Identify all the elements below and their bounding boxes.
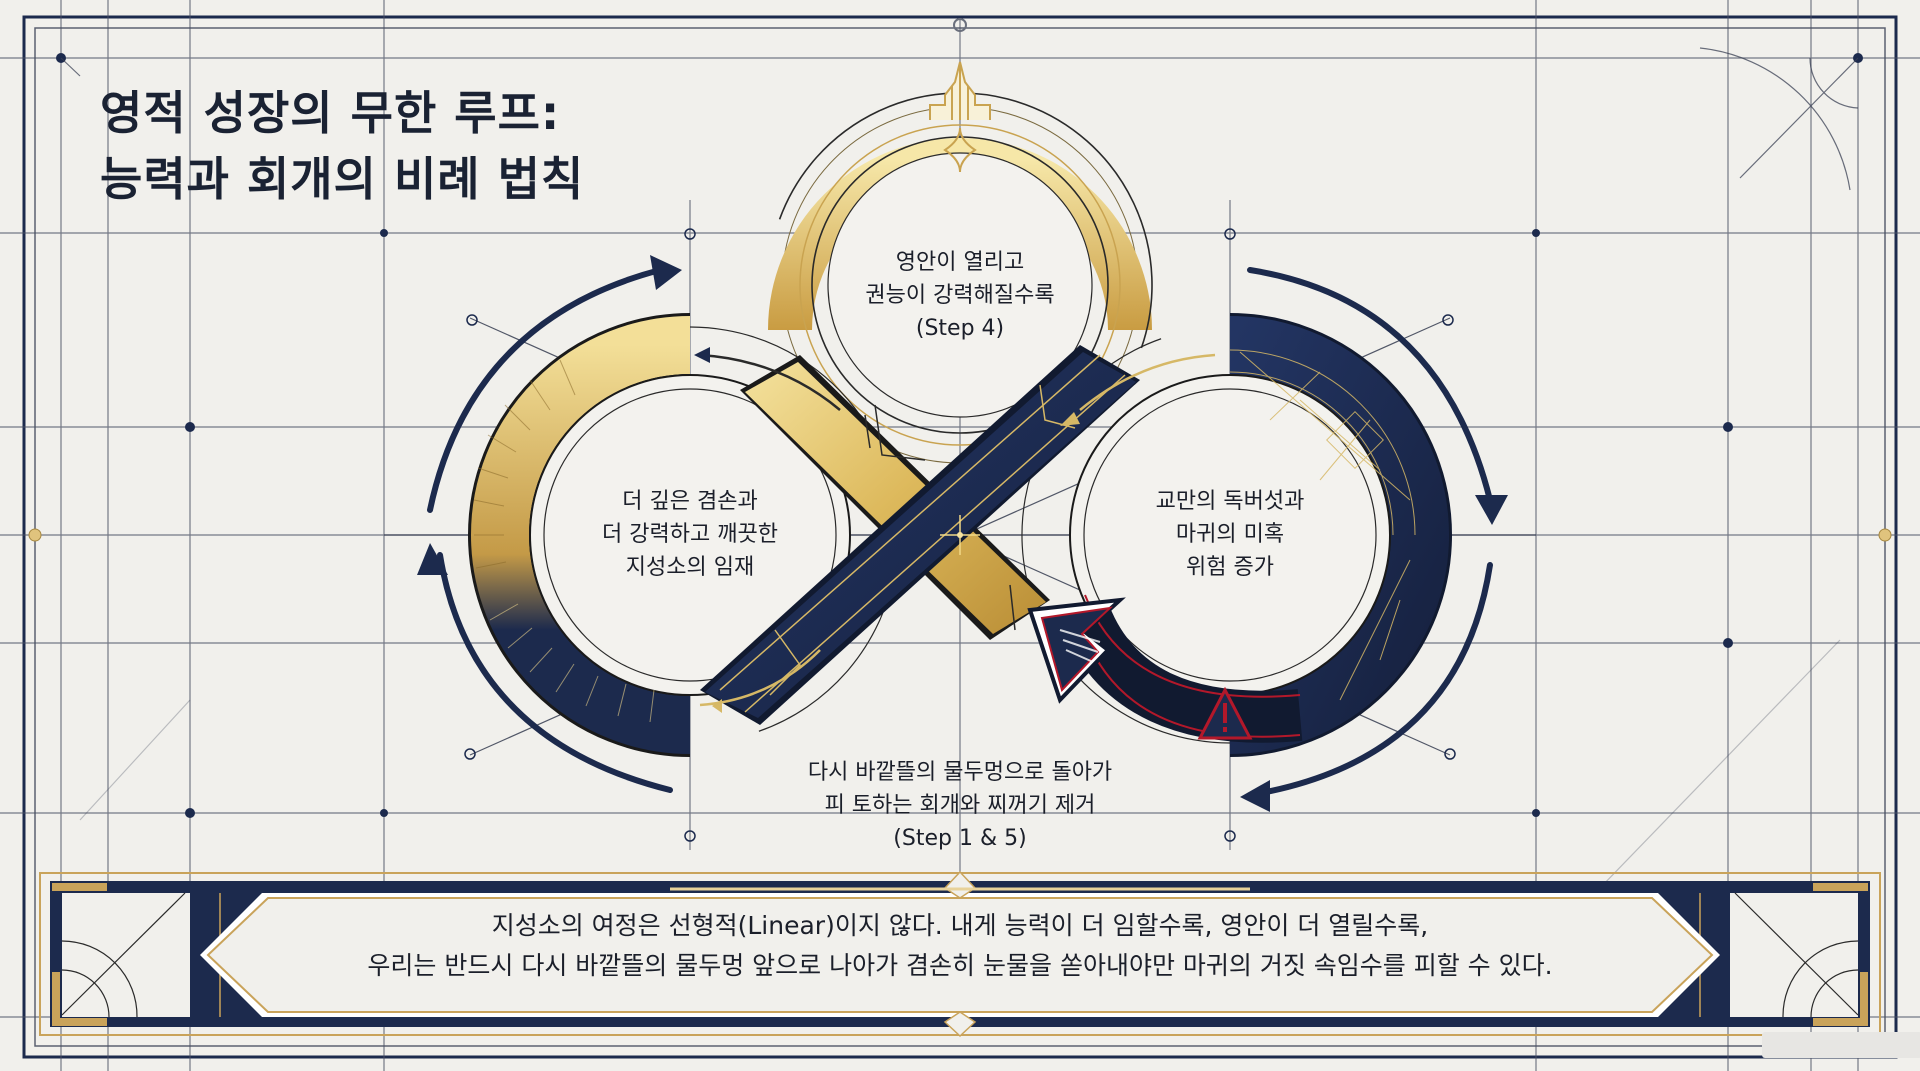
art-deco-crown-icon	[929, 61, 991, 173]
node-right-line-2: 마귀의 미혹	[1175, 522, 1285, 547]
node-top-line-1: 영안이 열리고	[895, 250, 1025, 275]
node-left-line-1: 더 깊은 겸손과	[622, 489, 758, 514]
flow-arrows	[694, 347, 1216, 713]
gold-node-right	[1878, 528, 1892, 542]
warning-arrow	[1027, 594, 1303, 743]
title-line-1: 영적 성장의 무한 루프:	[100, 86, 561, 140]
node-left-label: 더 깊은 겸손과 더 강력하고 깨끗한 지성소의 임재	[560, 485, 820, 584]
node-right-line-1: 교만의 독버섯과	[1155, 489, 1305, 514]
node-top-step: (Step 4)	[915, 316, 1005, 341]
node-right-line-3: 위험 증가	[1186, 555, 1274, 580]
node-bottom-label: 다시 바깥뜰의 물두멍으로 돌아가 피 토하는 회개와 찌꺼기 제거 (Step…	[740, 756, 1180, 855]
gold-node-left	[28, 528, 42, 542]
top-loop-gold	[767, 92, 1153, 478]
grid-nodes	[56, 53, 1863, 818]
page-title: 영적 성장의 무한 루프: 능력과 회개의 비례 법칙	[100, 80, 584, 212]
right-loop	[1021, 313, 1452, 757]
arrowheads	[417, 255, 1508, 812]
warning-icon	[1197, 686, 1253, 740]
crossing-gold-band	[740, 355, 1050, 640]
node-top-line-2: 권능이 강력해질수록	[865, 283, 1055, 308]
node-bottom-line-2: 피 토하는 회개와 찌꺼기 제거	[824, 793, 1096, 818]
left-loop	[468, 313, 899, 757]
node-left-line-2: 더 강력하고 깨끗한	[602, 522, 778, 547]
top-anchor-node	[953, 18, 967, 32]
banner-frame	[39, 870, 1881, 1038]
banner-line-1: 지성소의 여정은 선형적(Linear)이지 않다. 내게 능력이 더 임할수록…	[491, 911, 1429, 940]
node-right-label: 교만의 독버섯과 마귀의 미혹 위험 증가	[1110, 485, 1350, 584]
node-bottom-line-1: 다시 바깥뜰의 물두멍으로 돌아가	[807, 760, 1113, 785]
title-line-2: 능력과 회개의 비례 법칙	[100, 152, 585, 206]
node-bottom-step: (Step 1 & 5)	[893, 826, 1027, 851]
node-top-label: 영안이 열리고 권능이 강력해질수록 (Step 4)	[810, 246, 1110, 345]
summary-banner: 지성소의 여정은 선형적(Linear)이지 않다. 내게 능력이 더 임할수록…	[240, 906, 1680, 986]
watermark-overlay	[1762, 1032, 1920, 1058]
node-left-line-3: 지성소의 임재	[625, 555, 755, 580]
crossing-navy-band	[700, 345, 1140, 725]
outer-circulation-arrows	[427, 267, 1493, 798]
banner-line-2: 우리는 반드시 다시 바깥뜰의 물두멍 앞으로 나아가 겸손히 눈물을 쏟아내야…	[367, 951, 1553, 980]
